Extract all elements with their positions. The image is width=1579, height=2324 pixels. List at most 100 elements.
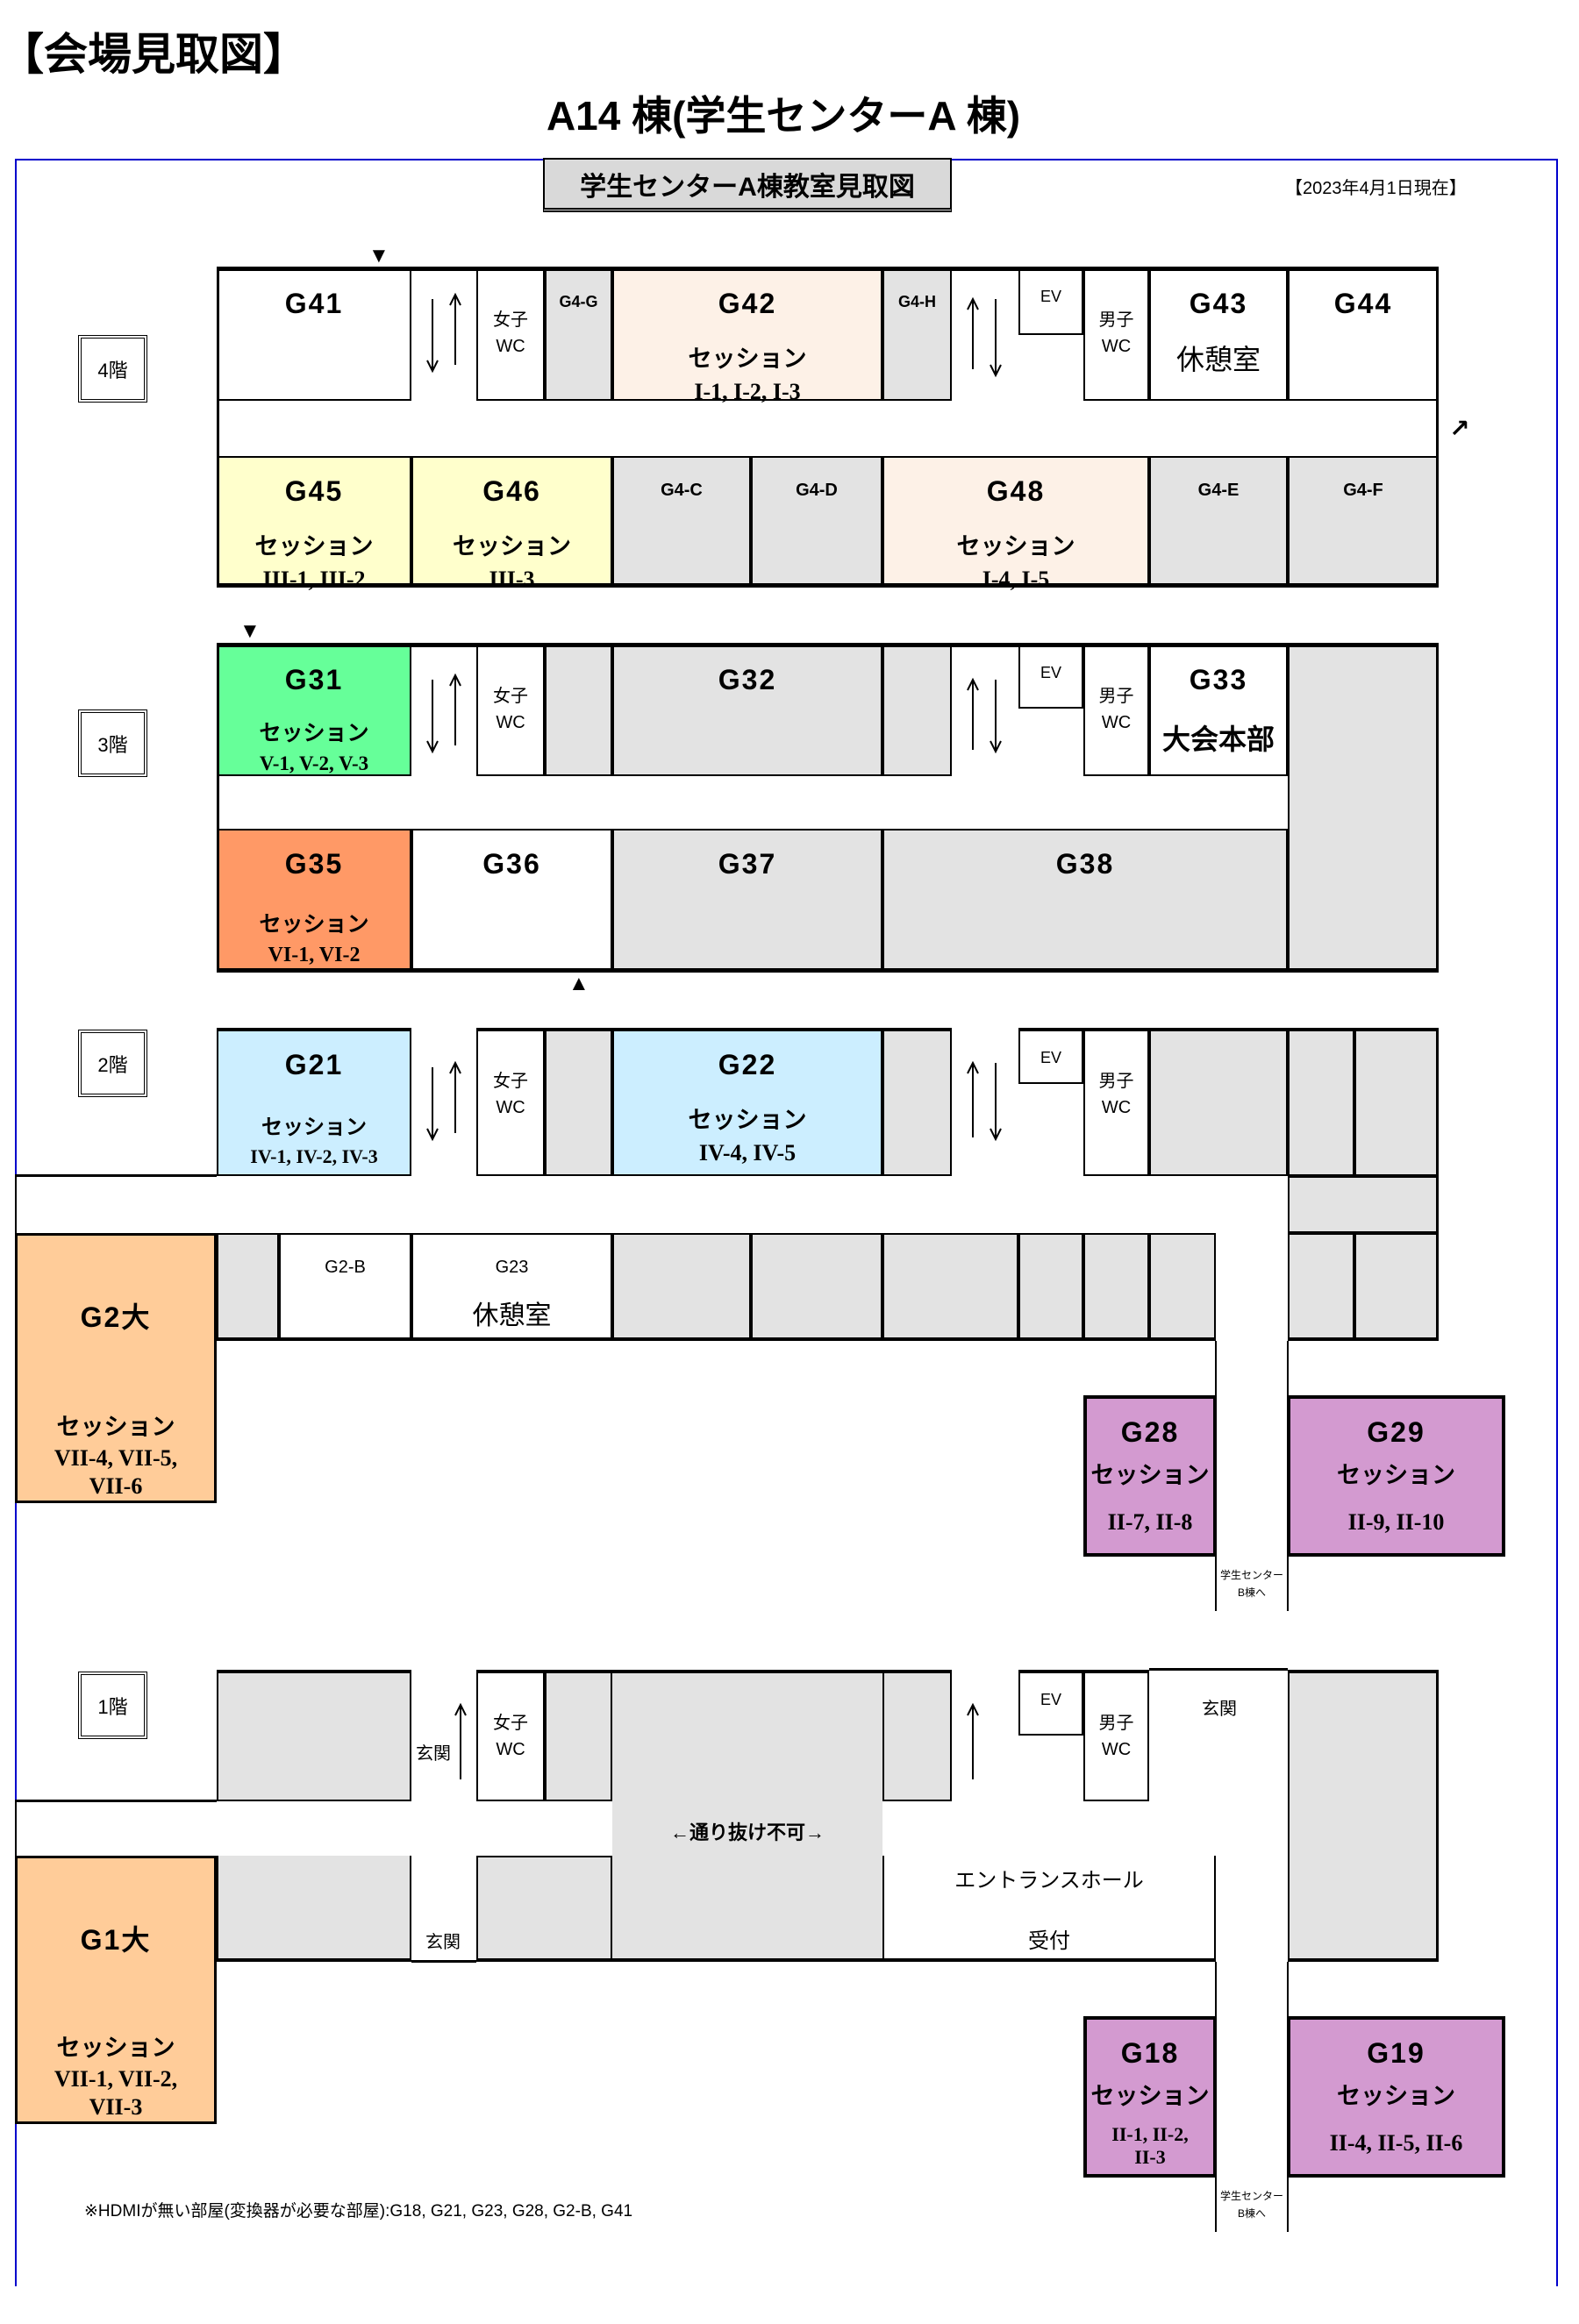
elevator: EV — [1018, 1670, 1083, 1736]
entrance-hall: エントランスホール受付 — [882, 1856, 1216, 1962]
unused-room — [882, 1233, 1018, 1341]
wall — [411, 1960, 476, 1963]
floor-label-4f: 4階 — [78, 335, 147, 403]
entrance-label: 玄関 — [425, 1933, 461, 1952]
exit-arrow-icon: ↗ — [1449, 415, 1470, 442]
stairs-arrows-icon — [967, 677, 1002, 754]
entrance-marker-icon: ▼ — [239, 619, 261, 643]
wall — [1149, 1668, 1288, 1671]
unused-room — [1083, 1233, 1149, 1341]
unused-room — [476, 1856, 612, 1962]
wall — [15, 1174, 17, 1233]
wall — [15, 1800, 17, 1856]
room-g4-d: G4-D — [751, 456, 882, 586]
unused-room — [1354, 1233, 1439, 1341]
unused-room — [1354, 1028, 1439, 1176]
room-g44: G44 — [1288, 268, 1439, 401]
room-g4-e: G4-E — [1149, 456, 1288, 586]
elevator: EV — [1018, 645, 1083, 709]
unused-room — [882, 645, 952, 776]
unused-room — [1149, 1233, 1216, 1341]
unused-room — [545, 645, 612, 776]
unused-room — [217, 1856, 411, 1962]
unused-room — [1288, 1670, 1439, 1962]
room-g4-f: G4-F — [1288, 456, 1439, 586]
entrance-label: 玄関 — [1202, 1700, 1237, 1719]
room-g41: G41 — [217, 268, 411, 401]
stairs-arrows-icon — [426, 673, 461, 754]
room-g2-b: G2-B — [279, 1233, 411, 1341]
unused-room — [217, 1670, 411, 1801]
hdmi-footnote: ※HDMIが無い部屋(変換器が必要な部屋):G18, G21, G23, G28… — [84, 2202, 633, 2221]
floor-label-3f: 3階 — [78, 709, 147, 777]
room-g37: G37 — [612, 829, 882, 971]
room-g38: G38 — [882, 829, 1288, 971]
floor-label-2f: 2階 — [78, 1030, 147, 1097]
entrance-marker-icon: ▲ — [568, 972, 589, 995]
unused-room — [545, 1670, 612, 1801]
unused-room — [882, 1670, 952, 1801]
unused-room — [612, 1233, 751, 1341]
wall — [15, 1174, 217, 1177]
unused-room — [545, 1028, 612, 1176]
elevator: EV — [1018, 1028, 1083, 1084]
room-g36: G36 — [411, 829, 612, 971]
no-passage-area — [612, 1670, 882, 1962]
page-title: 【会場見取図】 — [0, 30, 307, 79]
elevator: EV — [1018, 268, 1083, 335]
unused-room — [751, 1233, 882, 1341]
wall — [15, 1800, 217, 1802]
floor-label-1f: 1階 — [78, 1672, 147, 1739]
unused-room — [882, 1028, 952, 1176]
unused-room — [1288, 1176, 1439, 1233]
room-g4-c: G4-C — [612, 456, 751, 586]
unused-room — [1288, 1028, 1354, 1176]
entrance-label: 玄関 — [416, 1744, 451, 1764]
stairs-arrows-icon — [967, 1060, 1002, 1142]
unused-room — [217, 1233, 279, 1341]
unused-room — [1018, 1233, 1083, 1341]
no-passage-label: ←通り抜け不可→ — [669, 1821, 825, 1843]
entrance-arrow-icon — [967, 1702, 979, 1779]
room-g4-h: G4-H — [882, 268, 952, 401]
entrance-marker-icon: ▼ — [368, 244, 389, 267]
room-g4-g: G4-G — [545, 268, 612, 401]
stairs-arrows-icon — [967, 296, 1002, 378]
as-of-date: 【2023年4月1日現在】 — [1285, 179, 1467, 198]
unused-room — [1288, 645, 1439, 971]
entrance-arrow-icon — [454, 1702, 467, 1779]
room-g32: G32 — [612, 645, 882, 776]
unused-room — [1149, 1028, 1288, 1176]
building-title: A14 棟(学生センターA 棟) — [546, 93, 1021, 139]
unused-room — [1288, 1233, 1354, 1341]
map-header: 学生センターA棟教室見取図 — [543, 158, 952, 212]
